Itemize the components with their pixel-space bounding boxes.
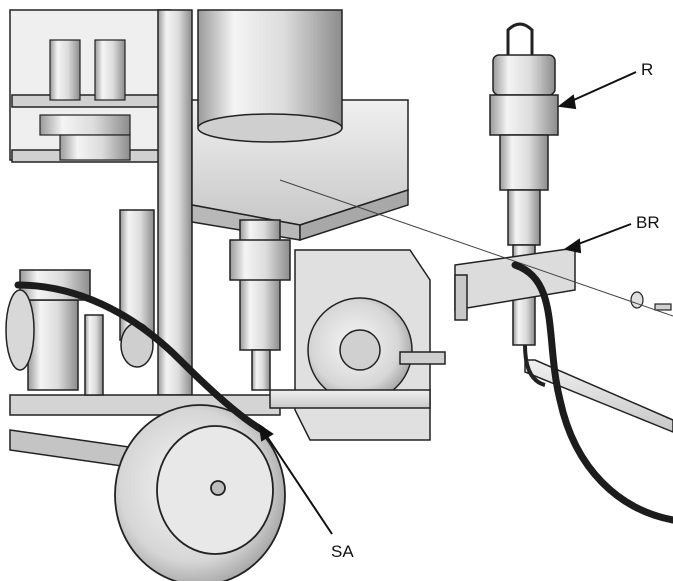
wheel <box>114 404 286 581</box>
callout-arrows <box>258 71 637 535</box>
arrow-br <box>572 223 632 247</box>
valve-cluster <box>39 39 131 161</box>
arrow-r <box>566 71 637 104</box>
outlet-pipe <box>269 351 446 409</box>
arrow-sa <box>263 431 333 535</box>
callout-label-sa: SA <box>331 542 354 561</box>
rear-pump <box>294 249 431 441</box>
fluid-hose <box>14 261 673 524</box>
loose-hardware <box>279 179 673 317</box>
fluid-pump <box>119 209 291 391</box>
air-motor <box>197 9 343 143</box>
callout-label-br: BR <box>636 213 660 232</box>
callout-label-r: R <box>641 60 654 79</box>
